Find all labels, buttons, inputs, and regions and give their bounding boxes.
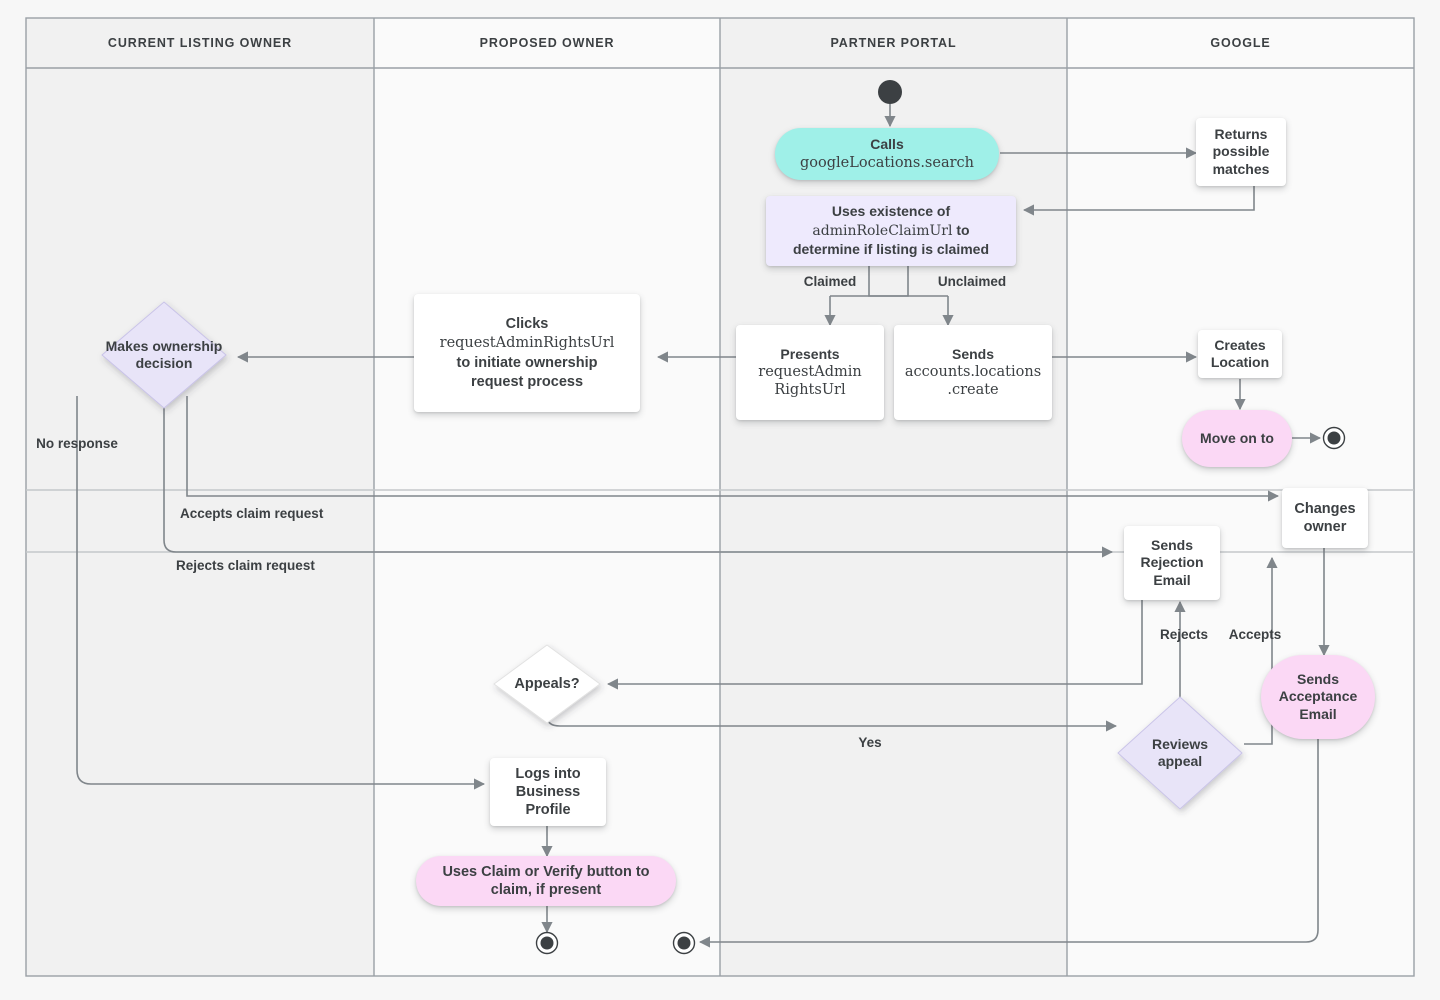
lane-header-label: CURRENT LISTING OWNER	[107, 36, 293, 50]
edge-label-rejects-claim-request: Rejects claim request	[176, 558, 315, 573]
edge-label-accepts-claim-request: Accepts claim request	[180, 506, 324, 521]
edge-no-response-to-logs-into	[76, 396, 486, 790]
edge-label-claimed: Claimed	[803, 274, 857, 289]
reviews-appeal-node[interactable]: Reviews appeal	[1130, 727, 1230, 779]
node-line-1: Calls	[870, 136, 904, 153]
node-label: Sends Rejection Email	[1140, 536, 1204, 588]
clicks-requestadminrightsurl-node[interactable]: Clicks requestAdminRightsUrl to initiate…	[414, 294, 640, 412]
node-label: Sends Acceptance Email	[1278, 670, 1358, 722]
node-line-2: adminRoleClaimUrl to	[812, 221, 970, 239]
logs-into-business-profile-node[interactable]: Logs into Business Profile	[490, 758, 606, 826]
node-line-1: Sends	[951, 345, 994, 362]
lane-header-proposed-owner: PROPOSED OWNER	[374, 18, 720, 68]
presents-requestadminrightsurl-node[interactable]: Presents requestAdmin RightsUrl	[736, 325, 884, 420]
edge-acceptance-email-to-end	[698, 735, 1319, 948]
uses-claim-or-verify-node[interactable]: Uses Claim or Verify button to claim, if…	[416, 856, 676, 906]
edge-returns-to-uses	[1022, 186, 1255, 216]
node-line-4: request process	[470, 373, 584, 390]
node-line-2: googleLocations.search	[799, 154, 974, 171]
move-on-to-node[interactable]: Move on to	[1182, 410, 1292, 467]
reviews-appeal-shape	[1117, 696, 1243, 810]
connectors	[76, 104, 1330, 948]
lane-header-label: GOOGLE	[1210, 36, 1271, 50]
node-label: Returns possible matches	[1212, 125, 1270, 177]
node-label: Makes ownership decision	[105, 337, 223, 372]
node-label: Uses Claim or Verify button to claim, if…	[442, 863, 650, 898]
swimlane-borders	[25, 17, 1415, 977]
edge-rejection-email-to-appeals	[606, 600, 1143, 690]
returns-possible-matches-node[interactable]: Returns possible matches	[1196, 118, 1286, 186]
edge-accepts-claim-to-changes-owner	[186, 396, 1280, 502]
sends-acceptance-email-node[interactable]: Sends Acceptance Email	[1261, 655, 1375, 739]
node-label: Reviews appeal	[1151, 735, 1209, 770]
end-terminal-proposed	[535, 931, 559, 955]
edge-label-no-response: No response	[36, 436, 118, 451]
node-label: Appeals?	[514, 675, 580, 692]
lane-header-label: PROPOSED OWNER	[479, 36, 615, 50]
makes-ownership-decision-node[interactable]: Makes ownership decision	[104, 322, 224, 388]
appeals-decision-node[interactable]: Appeals?	[497, 670, 597, 698]
node-line-2: requestAdmin	[758, 364, 862, 381]
node-line-3: to initiate ownership	[456, 354, 598, 371]
changes-owner-node[interactable]: Changes owner	[1282, 488, 1368, 548]
node-line-1: Presents	[780, 345, 840, 362]
node-label: Move on to	[1200, 429, 1274, 446]
sends-rejection-email-node[interactable]: Sends Rejection Email	[1124, 526, 1220, 600]
end-terminal-partner	[672, 931, 696, 955]
lane-header-partner-portal: PARTNER PORTAL	[720, 18, 1067, 68]
end-terminal-google	[1322, 426, 1346, 450]
uses-existence-node[interactable]: Uses existence of adminRoleClaimUrl to d…	[766, 196, 1016, 266]
node-label: Changes owner	[1294, 500, 1356, 535]
calls-googlelocations-search-node[interactable]: Calls googleLocations.search	[775, 128, 999, 180]
edge-uses-split-left	[830, 266, 909, 297]
edge-label-unclaimed: Unclaimed	[937, 274, 1007, 289]
edge-label-yes: Yes	[858, 735, 882, 750]
lane-header-label: PARTNER PORTAL	[830, 36, 957, 50]
node-line-1: Clicks	[505, 316, 549, 333]
node-line-3: determine if listing is claimed	[792, 241, 990, 258]
lane-header-current-listing-owner: CURRENT LISTING OWNER	[26, 18, 374, 68]
makes-ownership-decision-shape	[101, 301, 227, 409]
node-line-3: RightsUrl	[774, 382, 846, 399]
node-line-3: .create	[947, 382, 999, 399]
node-line-2: accounts.locations	[904, 364, 1042, 381]
appeals-decision-shape	[493, 644, 601, 724]
lane-header-google: GOOGLE	[1067, 18, 1414, 68]
node-line-2: requestAdminRightsUrl	[439, 335, 615, 352]
sends-accounts-locations-create-node[interactable]: Sends accounts.locations .create	[894, 325, 1052, 420]
node-label: Creates Location	[1210, 336, 1270, 371]
node-label: Logs into Business Profile	[515, 765, 581, 819]
edge-rejects-claim-to-rejection-email	[163, 396, 1114, 558]
edge-label-rejects: Rejects	[1159, 627, 1209, 642]
edge-reviews-accepts-to-changes-owner	[1244, 556, 1278, 745]
node-line-1: Uses existence of	[831, 203, 951, 220]
start-terminal	[878, 80, 902, 104]
edge-label-accepts: Accepts	[1228, 627, 1282, 642]
creates-location-node[interactable]: Creates Location	[1198, 330, 1282, 378]
